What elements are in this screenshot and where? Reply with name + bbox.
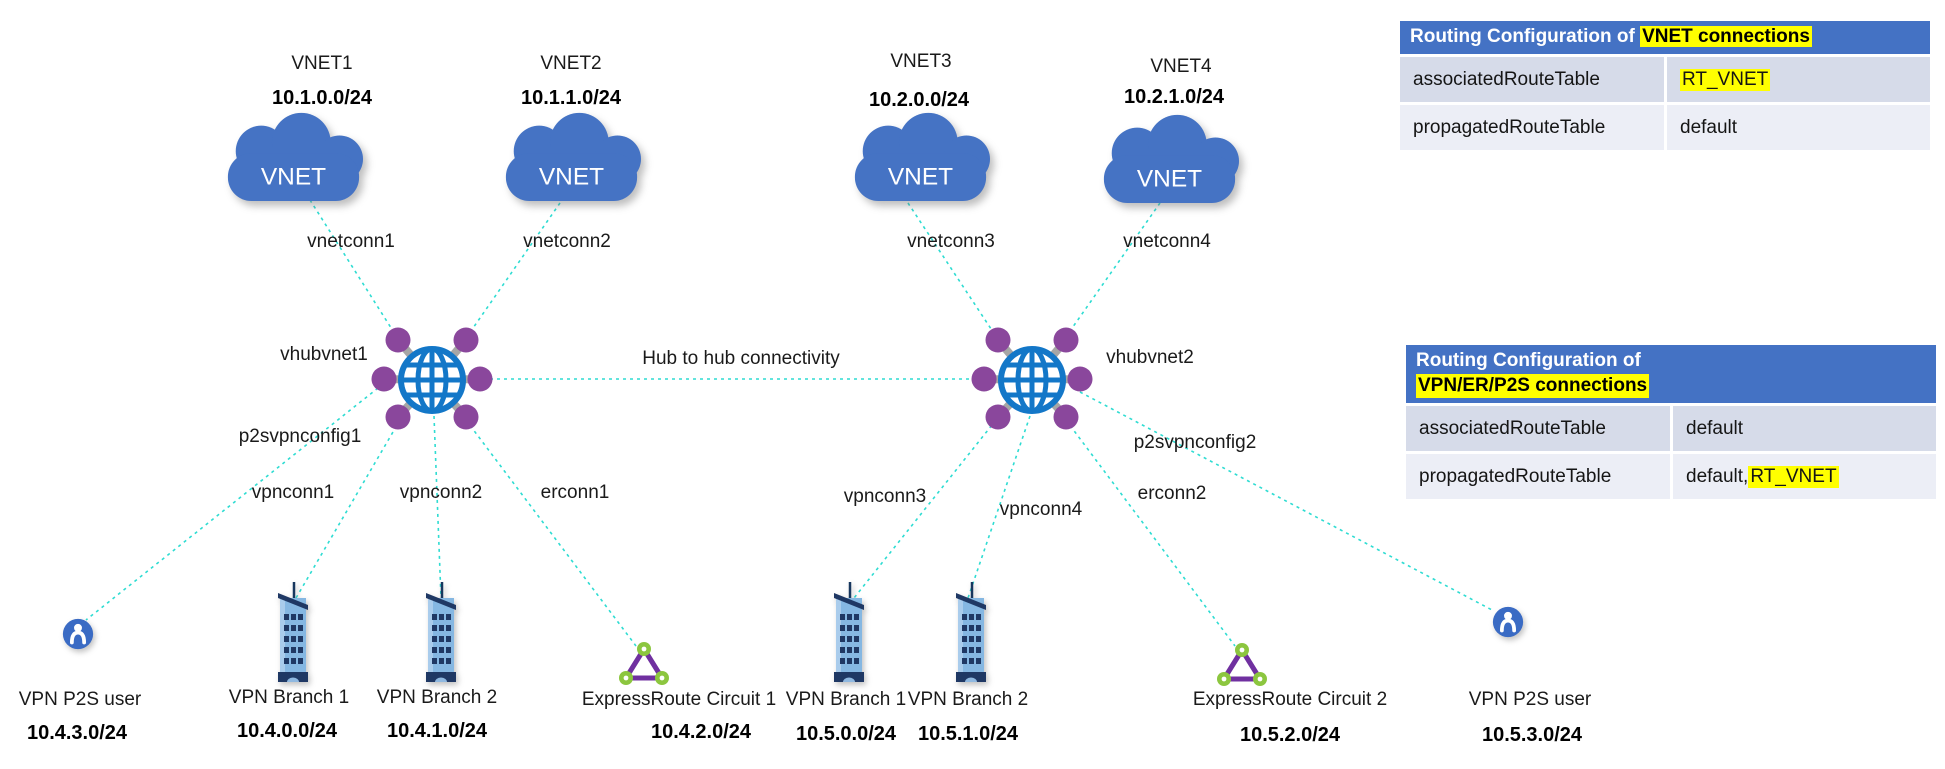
endpoint-label: ExpressRoute Circuit 2 <box>1192 689 1388 710</box>
routing-table-title: Routing Configuration of VNET connection… <box>1400 21 1930 54</box>
table-row: associatedRouteTable default <box>1406 406 1936 451</box>
hub2-label: vhubvnet2 <box>1106 347 1194 368</box>
vnet4-cidr: 10.2.1.0/24 <box>1123 86 1225 108</box>
vpn-branch-icon <box>418 580 462 689</box>
row-value: default <box>1667 105 1930 150</box>
label-erconn2: erconn2 <box>1137 483 1207 504</box>
vnet3-cidr: 10.2.0.0/24 <box>868 89 970 111</box>
hub1-label: vhubvnet1 <box>280 344 368 365</box>
row-value: RT_VNET <box>1667 57 1930 102</box>
row-key: propagatedRouteTable <box>1406 454 1670 499</box>
p2s-user-icon <box>61 617 95 656</box>
vnet4-name: VNET4 <box>1150 56 1212 77</box>
vnet2-name: VNET2 <box>540 53 602 74</box>
row-value: default <box>1673 406 1936 451</box>
routing-table-vpn-er-p2s-connections: Routing Configuration of VPN/ER/P2S conne… <box>1406 345 1936 499</box>
routing-table-vnet-connections: Routing Configuration of VNET connection… <box>1400 21 1930 150</box>
line-vpnconn3 <box>853 419 997 599</box>
title-prefix: Routing Configuration of <box>1416 350 1641 371</box>
label-p2svpnconfig2: p2svpnconfig2 <box>1133 432 1257 453</box>
vpn-branch-icon <box>270 580 314 689</box>
endpoint-cidr: 10.5.2.0/24 <box>1239 724 1341 746</box>
vnet3-name: VNET3 <box>890 51 952 72</box>
line-p2svpnconfig2 <box>1079 391 1493 611</box>
label-vnetconn4: vnetconn4 <box>1123 231 1211 252</box>
endpoint-label: ExpressRoute Circuit 1 <box>581 689 777 710</box>
row-key: propagatedRouteTable <box>1400 105 1664 150</box>
line-erconn1 <box>465 419 637 647</box>
table-row: propagatedRouteTable default <box>1400 105 1930 150</box>
endpoint-label: VPN P2S user <box>18 689 142 710</box>
endpoint-cidr: 10.5.1.0/24 <box>917 723 1019 745</box>
endpoint-cidr: 10.4.1.0/24 <box>386 720 488 742</box>
label-vpnconn1: vpnconn1 <box>251 482 335 503</box>
p2s-user-icon <box>1491 605 1525 644</box>
virtual-hub1-icon <box>370 318 494 447</box>
label-vpnconn3: vpnconn3 <box>843 486 927 507</box>
endpoint-cidr: 10.4.0.0/24 <box>236 720 338 742</box>
vpn-branch-icon <box>948 580 992 689</box>
table-row: associatedRouteTable RT_VNET <box>1400 57 1930 102</box>
vnet2-cloud-icon: VNET <box>488 110 655 208</box>
endpoint-cidr: 10.5.3.0/24 <box>1481 724 1583 746</box>
label-vnetconn2: vnetconn2 <box>523 231 611 252</box>
vnet3-cloud-label: VNET <box>888 163 953 190</box>
endpoint-label: VPN Branch 2 <box>376 687 498 708</box>
row-key: associatedRouteTable <box>1400 57 1664 102</box>
vnet4-cloud-label: VNET <box>1137 165 1202 192</box>
row-key: associatedRouteTable <box>1406 406 1670 451</box>
label-vnetconn3: vnetconn3 <box>907 231 995 252</box>
vnet3-cloud-icon: VNET <box>837 110 1004 208</box>
label-vnetconn1: vnetconn1 <box>307 231 395 252</box>
table-row: propagatedRouteTable default, RT_VNET <box>1406 454 1936 499</box>
value-highlight: RT_VNET <box>1748 465 1839 488</box>
vnet4-cloud-icon: VNET <box>1086 112 1253 210</box>
label-vpnconn4: vpnconn4 <box>999 499 1083 520</box>
vnet2-cloud-label: VNET <box>539 163 604 190</box>
vnet2-cidr: 10.1.1.0/24 <box>520 87 622 109</box>
endpoint-label: VPN Branch 1 <box>785 689 907 710</box>
endpoint-cidr: 10.5.0.0/24 <box>795 723 897 745</box>
label-erconn1: erconn1 <box>540 482 610 503</box>
vpn-branch-icon <box>826 580 870 689</box>
vnet1-cloud-label: VNET <box>261 163 326 190</box>
routing-table-title: Routing Configuration of VPN/ER/P2S conne… <box>1406 345 1936 403</box>
row-value: default, RT_VNET <box>1673 454 1936 499</box>
expressroute-icon <box>612 636 676 695</box>
line-p2svpnconfig1 <box>85 387 379 621</box>
endpoint-cidr: 10.4.3.0/24 <box>26 722 128 744</box>
virtual-hub2-icon <box>970 318 1094 447</box>
line-erconn2 <box>1065 419 1236 647</box>
label-vpnconn2: vpnconn2 <box>399 482 483 503</box>
title-highlight: VPN/ER/P2S connections <box>1416 374 1650 398</box>
line-vpnconn2 <box>433 415 442 599</box>
line-vnetconn1 <box>309 199 401 343</box>
expressroute-icon <box>1210 637 1274 696</box>
vnet1-name: VNET1 <box>291 53 353 74</box>
vnet1-cidr: 10.1.0.0/24 <box>271 87 373 109</box>
title-prefix: Routing Configuration of <box>1410 26 1641 47</box>
endpoint-label: VPN Branch 2 <box>907 689 1029 710</box>
endpoint-cidr: 10.4.2.0/24 <box>650 721 752 743</box>
endpoint-label: VPN P2S user <box>1468 689 1592 710</box>
title-highlight: VNET connections <box>1640 26 1812 47</box>
vnet1-cloud-icon: VNET <box>210 110 377 208</box>
label-hub-to-hub: Hub to hub connectivity <box>642 348 840 369</box>
value-highlight: RT_VNET <box>1680 68 1771 91</box>
line-vnetconn2 <box>463 202 561 342</box>
endpoint-label: VPN Branch 1 <box>228 687 350 708</box>
line-vnetconn4 <box>1062 202 1161 342</box>
label-p2svpnconfig1: p2svpnconfig1 <box>238 426 362 447</box>
